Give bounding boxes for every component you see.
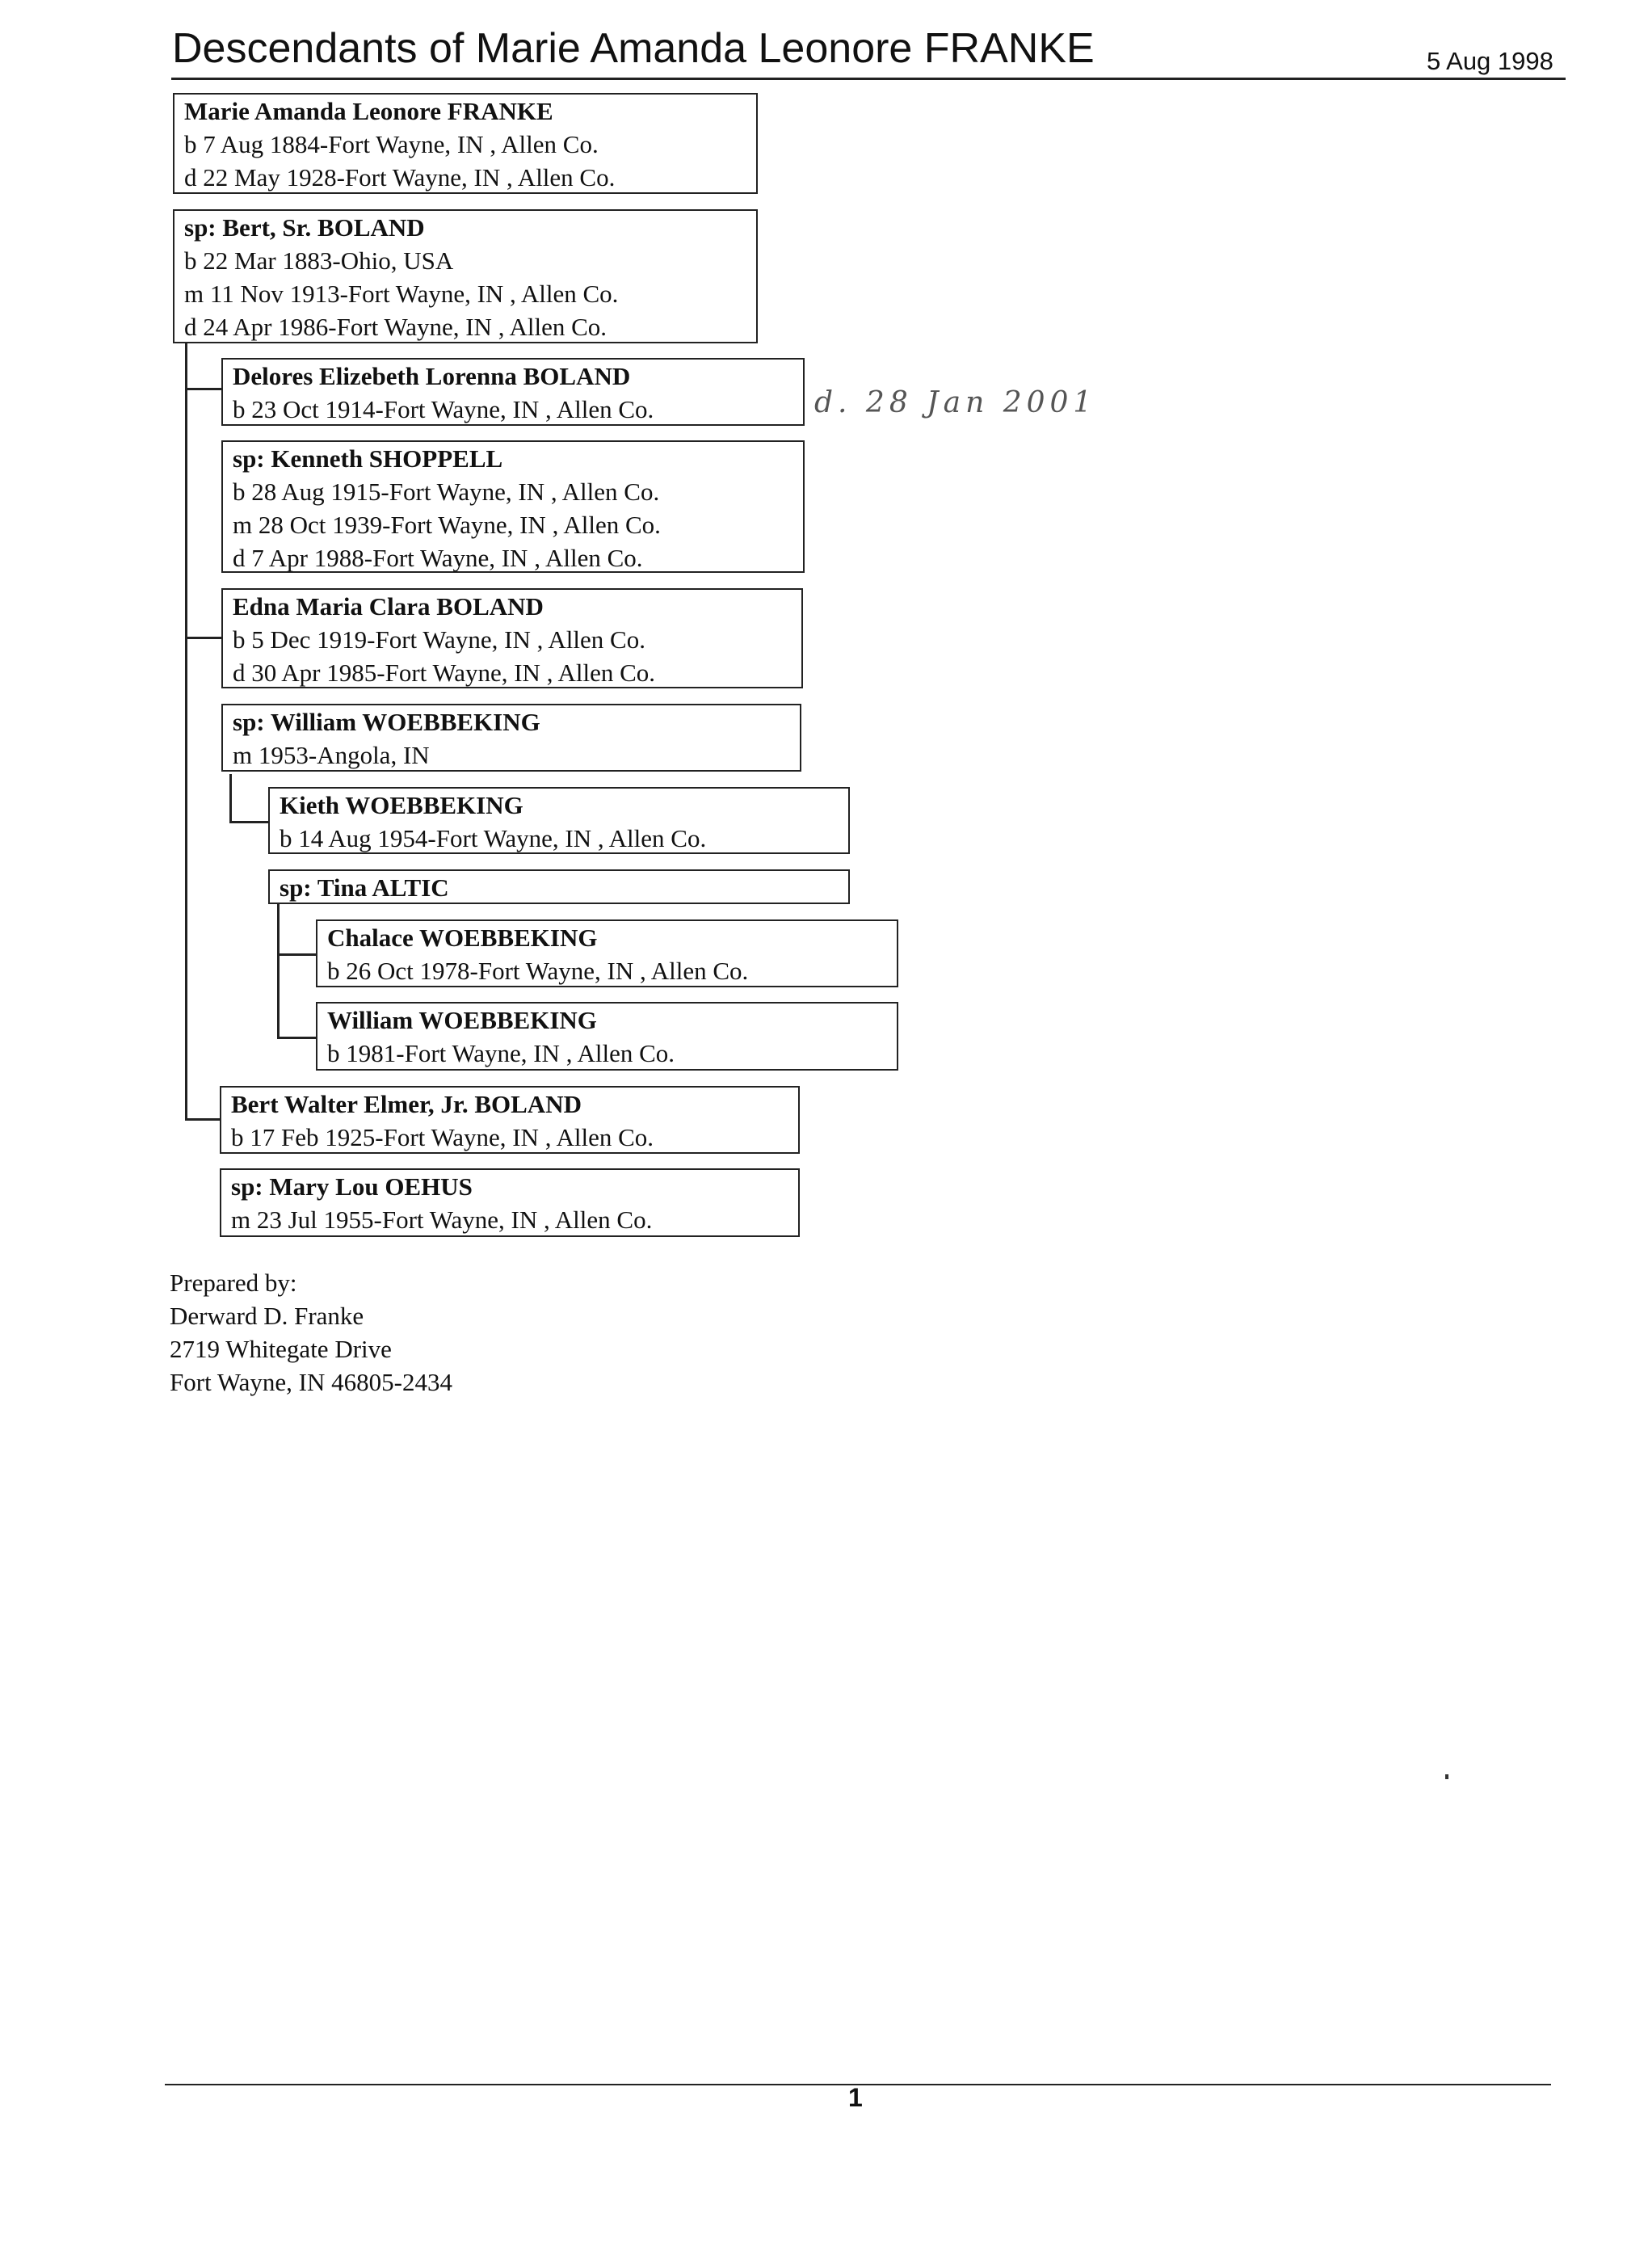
connector-line <box>277 903 280 1038</box>
person-name: sp: William WOEBBEKING <box>233 708 540 736</box>
person-birth: b 17 Feb 1925-Fort Wayne, IN , Allen Co. <box>231 1123 654 1151</box>
spouse-box-tina-altic: sp: Tina ALTIC <box>268 869 850 904</box>
prepared-by-label: Prepared by: <box>170 1269 297 1297</box>
report-date: 5 Aug 1998 <box>1427 47 1553 75</box>
footer-rule <box>165 2084 1551 2085</box>
spouse-box-bert-sr-boland: sp: Bert, Sr. BOLAND b 22 Mar 1883-Ohio,… <box>173 209 758 343</box>
prepared-by-block: Prepared by: Derward D. Franke 2719 Whit… <box>170 1266 452 1399</box>
person-box-edna-boland: Edna Maria Clara BOLAND b 5 Dec 1919-For… <box>221 588 803 688</box>
person-death: d 22 May 1928-Fort Wayne, IN , Allen Co. <box>184 163 616 191</box>
person-birth: b 28 Aug 1915-Fort Wayne, IN , Allen Co. <box>233 478 660 506</box>
connector-line <box>229 821 270 823</box>
scan-speck <box>1445 1774 1448 1779</box>
person-name: sp: Kenneth SHOPPELL <box>233 444 503 473</box>
person-box-delores-boland: Delores Elizebeth Lorenna BOLAND b 23 Oc… <box>221 358 805 426</box>
person-marriage: m 28 Oct 1939-Fort Wayne, IN , Allen Co. <box>233 511 661 539</box>
preparer-city: Fort Wayne, IN 46805-2434 <box>170 1368 452 1396</box>
person-box-chalace-woebbeking: Chalace WOEBBEKING b 26 Oct 1978-Fort Wa… <box>316 919 898 987</box>
connector-line <box>229 774 232 823</box>
person-box-marie-franke: Marie Amanda Leonore FRANKE b 7 Aug 1884… <box>173 93 758 194</box>
person-name: Kieth WOEBBEKING <box>280 791 523 819</box>
spouse-box-william-woebbeking: sp: William WOEBBEKING m 1953-Angola, IN <box>221 704 801 772</box>
person-birth: b 7 Aug 1884-Fort Wayne, IN , Allen Co. <box>184 130 599 158</box>
person-birth: b 14 Aug 1954-Fort Wayne, IN , Allen Co. <box>280 824 707 852</box>
page-number: 1 <box>848 2083 863 2112</box>
person-marriage: m 11 Nov 1913-Fort Wayne, IN , Allen Co. <box>184 280 619 308</box>
person-box-william-woebbeking-child: William WOEBBEKING b 1981-Fort Wayne, IN… <box>316 1002 898 1071</box>
person-name: Bert Walter Elmer, Jr. BOLAND <box>231 1090 582 1118</box>
person-birth: b 5 Dec 1919-Fort Wayne, IN , Allen Co. <box>233 625 645 654</box>
person-name: sp: Mary Lou OEHUS <box>231 1172 473 1201</box>
connector-line <box>185 637 223 639</box>
person-birth: b 23 Oct 1914-Fort Wayne, IN , Allen Co. <box>233 395 654 423</box>
handwritten-death-note: d. 28 Jan 2001 <box>814 386 1097 419</box>
spouse-box-kenneth-shoppell: sp: Kenneth SHOPPELL b 28 Aug 1915-Fort … <box>221 440 805 573</box>
person-name: Chalace WOEBBEKING <box>327 924 598 952</box>
person-marriage: m 1953-Angola, IN <box>233 741 430 769</box>
person-birth: b 26 Oct 1978-Fort Wayne, IN , Allen Co. <box>327 957 749 985</box>
person-name: Marie Amanda Leonore FRANKE <box>184 97 553 125</box>
preparer-street: 2719 Whitegate Drive <box>170 1335 392 1363</box>
preparer-name: Derward D. Franke <box>170 1302 364 1330</box>
header-rule <box>171 78 1566 80</box>
spouse-box-mary-lou-oehus: sp: Mary Lou OEHUS m 23 Jul 1955-Fort Wa… <box>220 1168 800 1237</box>
connector-line <box>277 953 317 956</box>
person-birth: b 1981-Fort Wayne, IN , Allen Co. <box>327 1039 675 1067</box>
page-title: Descendants of Marie Amanda Leonore FRAN… <box>172 25 1095 72</box>
connector-line <box>185 1118 221 1121</box>
person-birth: b 22 Mar 1883-Ohio, USA <box>184 246 454 275</box>
person-box-kieth-woebbeking: Kieth WOEBBEKING b 14 Aug 1954-Fort Wayn… <box>268 787 850 854</box>
person-name: William WOEBBEKING <box>327 1006 597 1034</box>
person-name: sp: Bert, Sr. BOLAND <box>184 213 425 242</box>
person-marriage: m 23 Jul 1955-Fort Wayne, IN , Allen Co. <box>231 1206 653 1234</box>
connector-line <box>185 338 187 1120</box>
person-death: d 7 Apr 1988-Fort Wayne, IN , Allen Co. <box>233 544 643 572</box>
person-box-bert-jr-boland: Bert Walter Elmer, Jr. BOLAND b 17 Feb 1… <box>220 1086 800 1154</box>
connector-line <box>277 1037 317 1039</box>
person-name: sp: Tina ALTIC <box>280 873 449 902</box>
person-name: Delores Elizebeth Lorenna BOLAND <box>233 362 631 390</box>
person-death: d 24 Apr 1986-Fort Wayne, IN , Allen Co. <box>184 313 607 341</box>
person-name: Edna Maria Clara BOLAND <box>233 592 544 621</box>
connector-line <box>185 388 223 390</box>
person-death: d 30 Apr 1985-Fort Wayne, IN , Allen Co. <box>233 659 656 687</box>
